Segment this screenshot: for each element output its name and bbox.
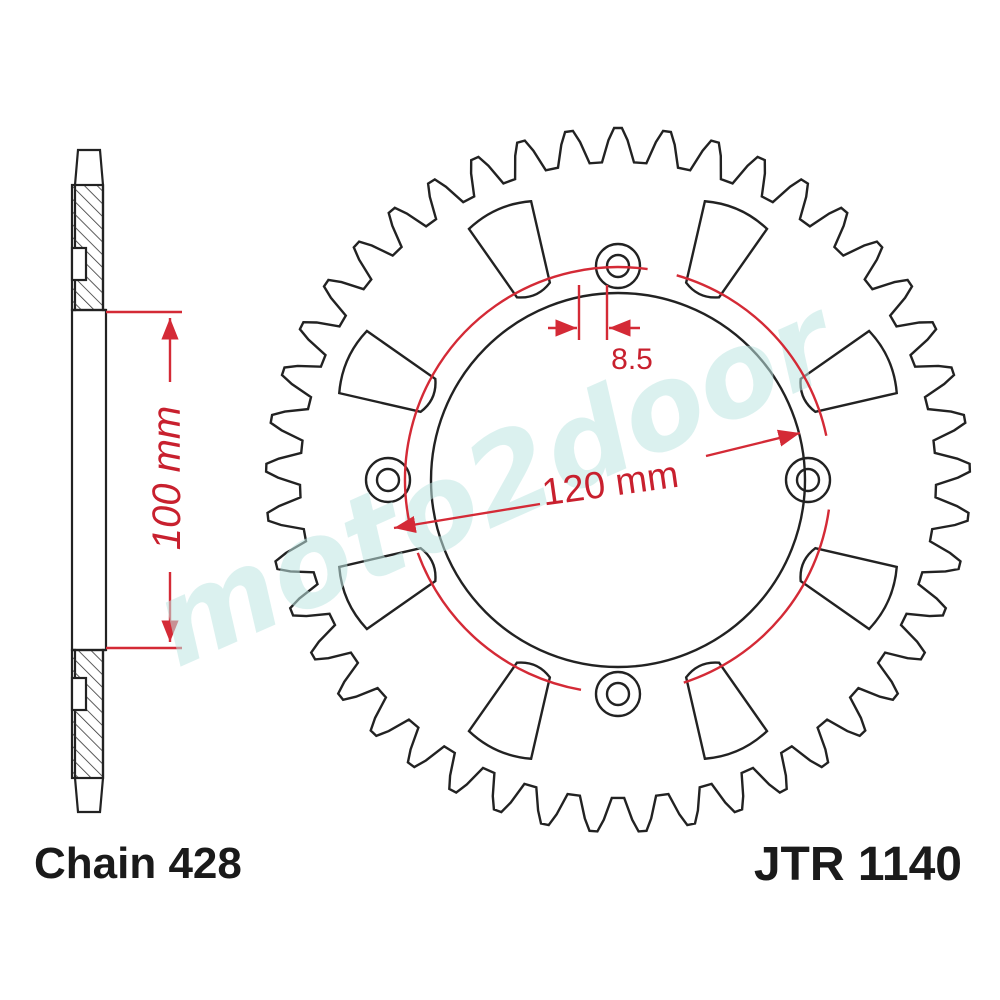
lightening-slot	[467, 199, 552, 299]
bolt-circle-arrow-right	[705, 429, 801, 458]
hub-width-label: 100 mm	[145, 406, 189, 551]
sprocket-teeth-outline	[264, 126, 972, 833]
sprocket-front-view	[264, 126, 972, 833]
upper-bolt-slot	[70, 246, 88, 282]
hub-width-dimension	[106, 310, 182, 650]
lightening-slot	[337, 329, 437, 414]
bolt-hole	[605, 681, 631, 707]
bolt-boss	[364, 456, 412, 504]
lightening-slot	[799, 329, 899, 414]
chain-caption: Chain 428	[34, 839, 242, 888]
bolt-boss	[594, 242, 642, 290]
lower-bolt-slot	[70, 676, 88, 712]
lower-hatched-section	[70, 648, 105, 780]
lightening-slot	[467, 661, 552, 761]
lightening-slot	[684, 661, 769, 761]
bolt-boss	[784, 456, 832, 504]
bolt-hole	[375, 467, 401, 493]
dimension-lines	[393, 265, 831, 691]
bolt-hole	[605, 253, 631, 279]
bolt-circle-arcs	[403, 265, 831, 691]
lightening-slots	[337, 199, 899, 761]
center-bore	[429, 291, 807, 669]
bolt-circle-arrow-left	[393, 502, 541, 534]
bolt-boss	[594, 670, 642, 718]
lightening-slot	[337, 546, 437, 631]
part-number-caption: JTR 1140	[754, 838, 962, 891]
bolt-holes	[364, 242, 832, 718]
bolt-hole	[795, 467, 821, 493]
bolt-hole-label: 8.5	[611, 343, 653, 376]
side-profile-view	[70, 148, 108, 814]
lightening-slot	[684, 199, 769, 299]
lightening-slot	[799, 546, 899, 631]
